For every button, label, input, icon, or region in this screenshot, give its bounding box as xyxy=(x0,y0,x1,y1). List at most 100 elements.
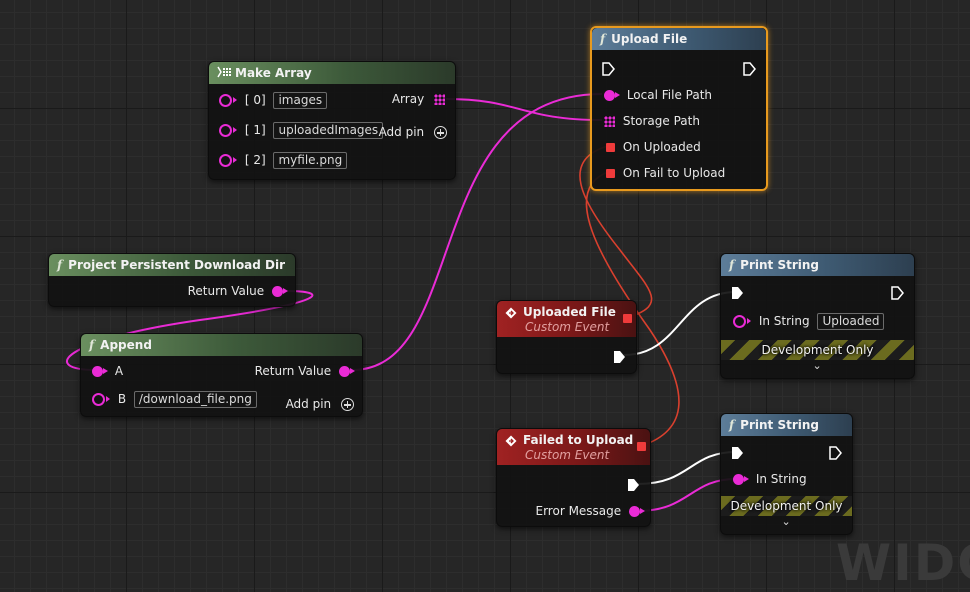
in-string-label: In String xyxy=(755,472,807,486)
exec-pin-icon[interactable] xyxy=(731,446,744,460)
string-pin-icon[interactable] xyxy=(92,366,108,377)
add-pin-icon[interactable] xyxy=(434,126,447,139)
make-array-input-0[interactable]: [ 0] images xyxy=(219,92,328,109)
on-uploaded-pin[interactable]: On Uploaded xyxy=(606,140,701,154)
input-value-field[interactable]: uploadedImages xyxy=(273,122,384,139)
append-header[interactable]: f Append xyxy=(81,334,362,356)
append-input-a[interactable]: A xyxy=(92,364,123,378)
make-array-output[interactable]: Array xyxy=(392,92,445,106)
exec-pin-icon[interactable] xyxy=(613,350,626,364)
delegate-pin-icon[interactable] xyxy=(623,314,632,323)
function-icon: f xyxy=(600,32,606,46)
project-dir-title: Project Persistent Download Dir xyxy=(68,258,286,272)
exec-pin-icon[interactable] xyxy=(743,61,756,76)
wire-array-to-storage-path xyxy=(445,98,603,121)
exec-out-pin[interactable] xyxy=(829,445,842,460)
exec-out-pin[interactable] xyxy=(743,61,756,76)
development-only-banner: Development Only xyxy=(721,340,914,360)
output-label: Error Message xyxy=(535,504,622,518)
string-pin-icon[interactable] xyxy=(219,124,237,137)
output-label: Return Value xyxy=(187,284,265,298)
event-icon xyxy=(505,435,517,446)
failed-event-title: Failed to Upload xyxy=(523,433,634,447)
exec-pin-icon[interactable] xyxy=(731,286,744,300)
project-dir-node[interactable]: f Project Persistent Download Dir Return … xyxy=(48,253,296,307)
exec-out-pin[interactable] xyxy=(613,349,626,364)
append-output[interactable]: Return Value xyxy=(255,364,355,378)
make-array-input-2[interactable]: [ 2] myfile.png xyxy=(219,152,348,169)
print-string-header[interactable]: f Print String xyxy=(721,414,852,436)
on-fail-pin[interactable]: On Fail to Upload xyxy=(606,166,725,180)
delegate-pin-icon[interactable] xyxy=(606,143,615,152)
wire-layer xyxy=(66,93,737,512)
string-pin-icon[interactable] xyxy=(272,286,288,297)
upload-file-title: Upload File xyxy=(611,32,688,46)
array-pin-icon[interactable] xyxy=(604,116,615,127)
string-pin-icon[interactable] xyxy=(219,154,237,167)
in-string-pin[interactable]: In String xyxy=(733,472,807,486)
input-value-field[interactable]: images xyxy=(273,92,328,109)
chevron-down-icon[interactable]: ⌄ xyxy=(812,359,822,372)
append-input-b[interactable]: B /download_file.png xyxy=(92,391,257,408)
project-dir-output[interactable]: Return Value xyxy=(187,284,288,298)
uploaded-event-subtitle: Custom Event xyxy=(525,320,610,334)
string-pin-icon[interactable] xyxy=(92,393,110,406)
add-pin-icon[interactable] xyxy=(341,398,354,411)
function-icon: f xyxy=(729,258,735,272)
function-icon: f xyxy=(729,418,735,432)
failed-event-header[interactable]: Failed to Upload Custom Event xyxy=(497,429,650,465)
failed-upload-event-node[interactable]: Failed to Upload Custom Event Error Mess… xyxy=(496,428,651,527)
exec-in-pin[interactable] xyxy=(731,285,744,300)
function-icon: f xyxy=(89,338,95,352)
array-icon xyxy=(217,63,231,85)
string-pin-icon[interactable] xyxy=(604,90,620,101)
exec-pin-icon[interactable] xyxy=(829,445,842,460)
in-string-field[interactable]: Uploaded xyxy=(817,313,885,330)
array-pin-icon[interactable] xyxy=(434,94,445,105)
watermark-text: WIDG xyxy=(836,534,970,592)
string-pin-icon[interactable] xyxy=(733,315,751,328)
string-pin-icon[interactable] xyxy=(339,366,355,377)
string-pin-icon[interactable] xyxy=(219,94,237,107)
exec-out-pin[interactable] xyxy=(891,285,904,300)
input-index-label: [ 2] xyxy=(244,153,266,167)
make-array-add-pin[interactable]: Add pin xyxy=(379,125,447,139)
exec-pin-icon[interactable] xyxy=(602,61,615,76)
uploaded-file-event-node[interactable]: Uploaded File Custom Event xyxy=(496,300,637,374)
append-title: Append xyxy=(100,338,152,352)
delegate-pin-icon[interactable] xyxy=(637,442,646,451)
exec-out-pin[interactable] xyxy=(627,477,640,492)
storage-path-pin[interactable]: Storage Path xyxy=(604,114,700,128)
upload-file-node[interactable]: f Upload File Local File Path Storage Pat… xyxy=(590,26,768,191)
exec-pin-icon[interactable] xyxy=(891,285,904,300)
make-array-header[interactable]: Make Array xyxy=(209,62,455,84)
output-label: Array xyxy=(391,92,425,106)
upload-file-header[interactable]: f Upload File xyxy=(592,28,766,50)
exec-in-pin[interactable] xyxy=(602,61,615,76)
print-string-title: Print String xyxy=(740,418,819,432)
print-string-failed-node[interactable]: f Print String In String Development Only… xyxy=(720,413,853,535)
exec-in-pin[interactable] xyxy=(731,445,744,460)
error-message-output[interactable]: Error Message xyxy=(535,504,645,518)
chevron-down-icon[interactable]: ⌄ xyxy=(781,515,791,528)
function-icon: f xyxy=(57,258,63,272)
input-value-field[interactable]: myfile.png xyxy=(273,152,348,169)
project-dir-header[interactable]: f Project Persistent Download Dir xyxy=(49,254,295,276)
input-value-field[interactable]: /download_file.png xyxy=(133,391,257,408)
make-array-input-1[interactable]: [ 1] uploadedImages xyxy=(219,122,384,139)
make-array-node[interactable]: Make Array [ 0] images [ 1] uploadedImag… xyxy=(208,61,456,180)
exec-pin-icon[interactable] xyxy=(627,478,640,492)
append-node[interactable]: f Append A B /download_file.png Return Va… xyxy=(80,333,363,417)
uploaded-event-header[interactable]: Uploaded File Custom Event xyxy=(497,301,636,337)
wire-on-fail-delegate xyxy=(585,171,680,447)
append-add-pin[interactable]: Add pin xyxy=(286,397,354,411)
wire-exec-uploaded xyxy=(623,291,737,356)
in-string-pin[interactable]: In String Uploaded xyxy=(733,313,885,330)
delegate-pin-icon[interactable] xyxy=(606,169,615,178)
local-file-path-pin[interactable]: Local File Path xyxy=(604,88,712,102)
string-pin-icon[interactable] xyxy=(733,474,749,485)
string-pin-icon[interactable] xyxy=(629,506,645,517)
development-only-label: Development Only xyxy=(730,499,843,513)
